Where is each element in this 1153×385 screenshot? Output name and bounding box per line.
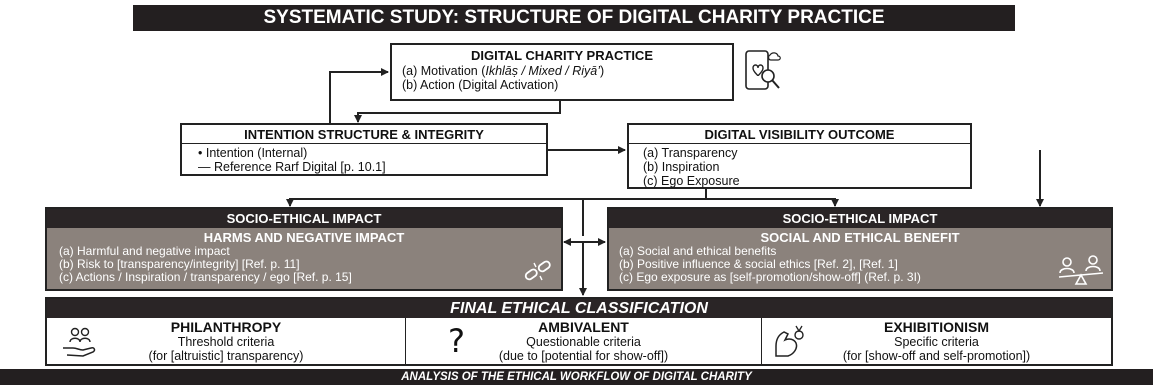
impact-right-item: (a) Social and ethical benefits bbox=[619, 244, 777, 258]
class-philanthropy: PHILANTHROPY Threshold criteria (for [al… bbox=[47, 318, 406, 364]
final-classification: FINAL ETHICAL CLASSIFICATION PHILANTHROP… bbox=[45, 297, 1113, 366]
visibility-header: DIGITAL VISIBILITY OUTCOME bbox=[629, 125, 970, 144]
flexing-arm-medal-icon bbox=[775, 325, 804, 357]
visibility-item: (b) Inspiration bbox=[643, 160, 720, 174]
arrow-intention-to-practice bbox=[329, 68, 389, 123]
arrow-practice-to-intention bbox=[354, 101, 561, 123]
class-title: PHILANTHROPY bbox=[170, 319, 282, 335]
impact-right-header: SOCIO-ETHICAL IMPACT bbox=[609, 209, 1111, 228]
arrow-branch-left bbox=[286, 188, 707, 207]
footer-banner: ANALYSIS OF THE ETHICAL WORKFLOW OF DIGI… bbox=[0, 369, 1153, 385]
title-banner: SYSTEMATIC STUDY: STRUCTURE OF DIGITAL C… bbox=[133, 5, 1015, 31]
visibility-item: (a) Transparency bbox=[643, 146, 738, 160]
arrow-branch-right bbox=[706, 198, 839, 207]
practice-line-b: (b) Action (Digital Activation) bbox=[402, 78, 559, 92]
impact-right-panel: SOCIO-ETHICAL IMPACT SOCIAL AND ETHICAL … bbox=[607, 207, 1113, 291]
practice-header: DIGITAL CHARITY PRACTICE bbox=[470, 48, 653, 63]
class-line1: Threshold criteria bbox=[177, 335, 275, 349]
impact-left-item: (c) Actions / Inspiration / transparency… bbox=[59, 270, 352, 284]
impact-left-item: (b) Risk to [transparency/integrity] [Re… bbox=[59, 257, 300, 271]
visibility-item: (c) Ego Exposure bbox=[643, 174, 740, 188]
impact-left-panel: SOCIO-ETHICAL IMPACT HARMS AND NEGATIVE … bbox=[45, 207, 563, 291]
class-ambivalent: ? AMBIVALENT Questionable criteria (due … bbox=[406, 318, 762, 364]
question-mark-icon: ? bbox=[448, 322, 465, 360]
impact-left-item: (a) Harmful and negative impact bbox=[59, 244, 230, 258]
hand-people-icon bbox=[63, 327, 96, 357]
people-balance-icon bbox=[1058, 255, 1104, 285]
impact-right-subheader: SOCIAL AND ETHICAL BENEFIT bbox=[760, 230, 960, 245]
impact-left-subheader: HARMS AND NEGATIVE IMPACT bbox=[203, 230, 405, 245]
class-line1: Questionable criteria bbox=[526, 335, 641, 349]
class-title: EXHIBITIONISM bbox=[883, 319, 989, 335]
class-title: AMBIVALENT bbox=[538, 319, 629, 335]
class-line1: Specific criteria bbox=[894, 335, 979, 349]
intention-item: — Reference Rarf Digital [p. 10.1] bbox=[198, 160, 386, 174]
impact-left-body: HARMS AND NEGATIVE IMPACT (a) Harmful an… bbox=[47, 228, 561, 289]
visibility-box: DIGITAL VISIBILITY OUTCOME (a) Transpare… bbox=[627, 123, 972, 189]
class-line2: (for [show-off and self-promotion]) bbox=[842, 349, 1031, 363]
impact-left-header: SOCIO-ETHICAL IMPACT bbox=[47, 209, 561, 228]
impact-right-item: (b) Positive influence & social ethics [… bbox=[619, 257, 898, 271]
broken-chain-icon bbox=[524, 260, 551, 281]
class-exhibitionism: EXHIBITIONISM Specific criteria (for [sh… bbox=[762, 318, 1111, 364]
impact-right-body: SOCIAL AND ETHICAL BENEFIT (a) Social an… bbox=[609, 228, 1111, 289]
class-line2: (due to [potential for show-off]) bbox=[498, 349, 669, 363]
intention-header: INTENTION STRUCTURE & INTEGRITY bbox=[182, 125, 546, 144]
class-line2: (for [altruistic] transparency) bbox=[148, 349, 304, 363]
practice-line-a: (a) Motivation (Ikhlāṣ / Mixed / Riyā’) bbox=[402, 64, 605, 78]
page-title: SYSTEMATIC STUDY: STRUCTURE OF DIGITAL C… bbox=[263, 7, 885, 28]
footer-text: ANALYSIS OF THE ETHICAL WORKFLOW OF DIGI… bbox=[401, 371, 752, 383]
practice-box: DIGITAL CHARITY PRACTICE (a) Motivation … bbox=[390, 43, 781, 101]
final-header: FINAL ETHICAL CLASSIFICATION bbox=[47, 299, 1111, 318]
intention-item: • Intention (Internal) bbox=[198, 146, 308, 160]
impact-right-item: (c) Ego exposure as [self-promotion/show… bbox=[619, 270, 921, 284]
intention-box: INTENTION STRUCTURE & INTEGRITY • Intent… bbox=[180, 123, 548, 176]
phone-heart-magnifier-icon bbox=[745, 50, 781, 90]
